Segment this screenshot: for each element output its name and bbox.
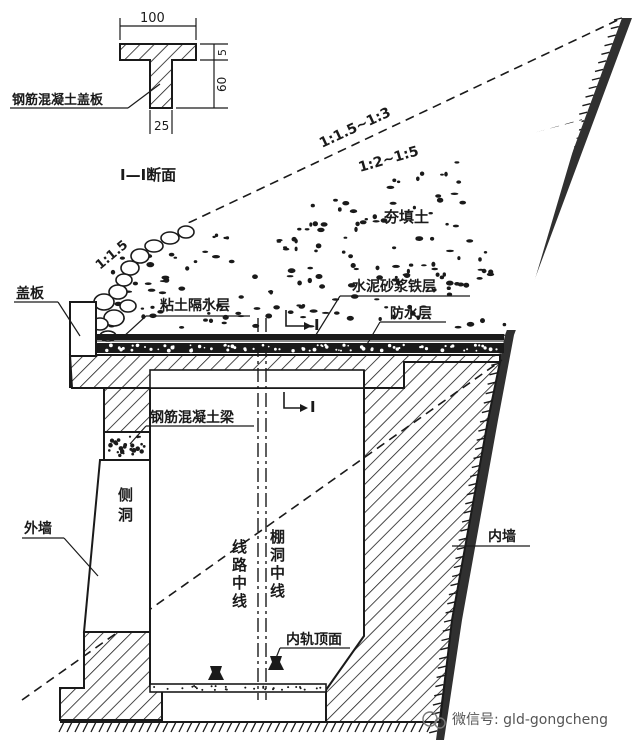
label-rail-top: 内轨顶面	[286, 631, 342, 648]
label-mortar: 水泥砂浆铁层	[352, 278, 436, 295]
annotations: 水泥砂浆铁层 防水层 粘土隔水层 盖板 钢筋混凝土梁 外墙 内墙 内轨顶面 侧洞…	[14, 278, 530, 659]
section-detail: 100 5 60 25 钢筋混凝土盖板 I—I断面	[10, 11, 229, 184]
label-waterproof: 防水层	[390, 305, 432, 322]
dim-width-bottom: 25	[154, 119, 169, 133]
label-beam: 钢筋混凝土梁	[150, 409, 235, 426]
label-fill: 夯填土	[383, 208, 429, 226]
waterproof-layers	[96, 334, 504, 353]
structure: I I	[58, 301, 502, 733]
label-shed-center: 棚洞中线	[270, 528, 285, 600]
section-mark-top: I	[314, 316, 320, 334]
label-inner-wall: 内墙	[488, 528, 516, 545]
slab-label: 钢筋混凝土盖板	[12, 92, 104, 108]
label-route-center: 线路中线	[232, 538, 248, 610]
label-clay: 粘土隔水层	[160, 297, 230, 314]
watermark: 微信号: gld-gongcheng	[422, 711, 608, 729]
label-outer-wall: 外墙	[24, 520, 52, 537]
label-cover-plate: 盖板	[16, 285, 45, 302]
section-mark-bottom: I	[310, 398, 316, 416]
label-side-hole: 侧洞	[118, 486, 133, 524]
section-title: I—I断面	[120, 166, 176, 184]
dim-width-top: 100	[140, 11, 165, 26]
dim-small: 5	[216, 49, 229, 56]
dim-height: 60	[215, 77, 229, 92]
fill-soil: 夯填土	[91, 120, 582, 342]
watermark-text: 微信号: gld-gongcheng	[452, 712, 608, 728]
